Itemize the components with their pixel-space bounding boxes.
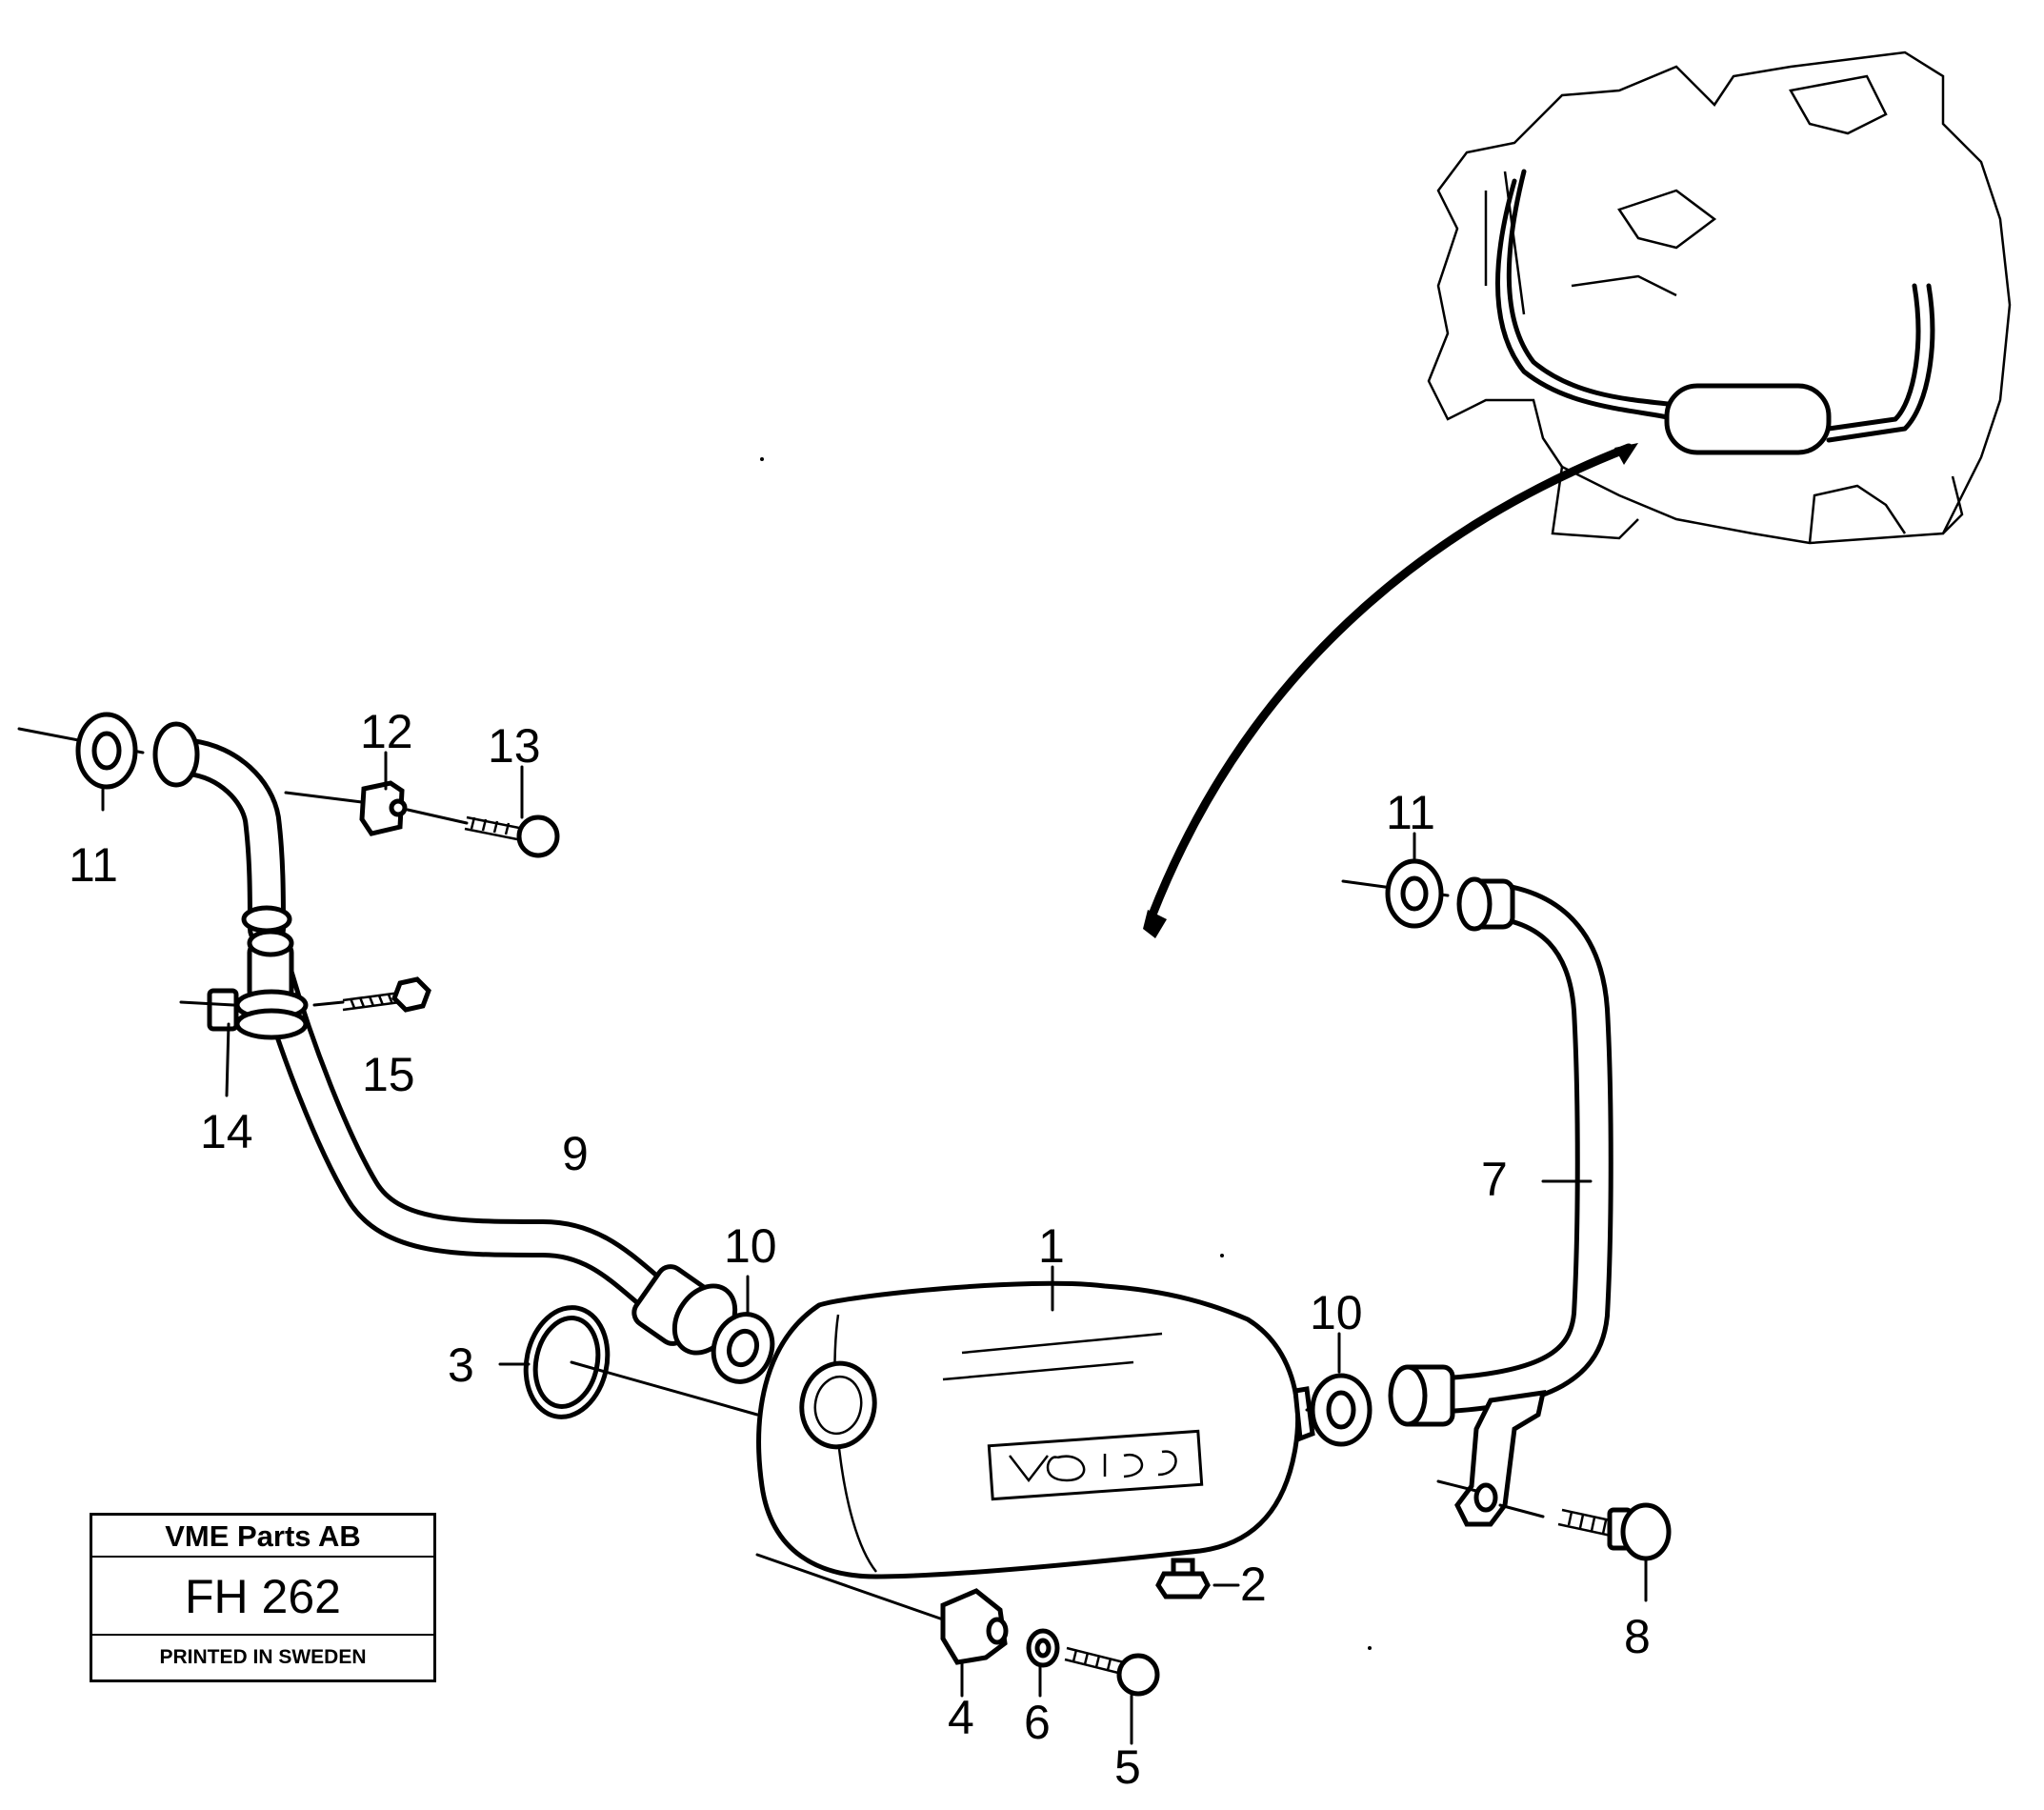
pipe-7 bbox=[1388, 876, 1613, 1527]
bolt-5 bbox=[1064, 1646, 1160, 1745]
callout-6: 6 bbox=[1024, 1696, 1051, 1749]
callout-9: 9 bbox=[562, 1127, 589, 1180]
callout-3: 3 bbox=[448, 1338, 474, 1392]
stamp-printed: PRINTED IN SWEDEN bbox=[159, 1646, 367, 1668]
bolt-8 bbox=[1498, 1502, 1672, 1602]
hose-9 bbox=[252, 943, 738, 1356]
callout-10-left: 10 bbox=[724, 1219, 777, 1273]
callout-8: 8 bbox=[1624, 1610, 1651, 1663]
bolt-13 bbox=[406, 765, 560, 858]
washer-6 bbox=[1026, 1628, 1060, 1698]
drain-plug-2 bbox=[1155, 1558, 1240, 1599]
hose-clamp-14 bbox=[179, 976, 431, 1097]
callout-10-right: 10 bbox=[1310, 1286, 1363, 1339]
callout-2: 2 bbox=[1240, 1558, 1267, 1611]
upper-elbow-hose bbox=[152, 721, 294, 1003]
callout-13: 13 bbox=[488, 719, 541, 773]
washer-10-left bbox=[711, 1275, 775, 1384]
callout-11-left: 11 bbox=[69, 838, 118, 892]
washer-11-right bbox=[1341, 832, 1450, 929]
callout-11-right: 11 bbox=[1386, 786, 1435, 839]
bracket-12 bbox=[284, 751, 408, 836]
title-stamp: VME Parts AB FH 262 PRINTED IN SWEDEN bbox=[90, 1513, 436, 1682]
washer-11-left bbox=[17, 712, 145, 812]
bracket-4 bbox=[755, 1553, 1009, 1698]
engine-overview bbox=[1143, 50, 2012, 938]
washer-10-right bbox=[1305, 1332, 1373, 1447]
oil-separator-1 bbox=[756, 1265, 1315, 1579]
ring-3 bbox=[498, 1305, 759, 1419]
callout-15: 15 bbox=[362, 1048, 415, 1101]
stamp-code: FH 262 bbox=[92, 1558, 433, 1636]
callout-7: 7 bbox=[1481, 1153, 1508, 1206]
callout-4: 4 bbox=[948, 1691, 974, 1744]
stamp-company: VME Parts AB bbox=[92, 1516, 433, 1558]
callout-12: 12 bbox=[360, 705, 413, 758]
callout-1: 1 bbox=[1038, 1219, 1065, 1273]
callout-14: 14 bbox=[200, 1105, 253, 1158]
callout-5: 5 bbox=[1114, 1740, 1141, 1794]
